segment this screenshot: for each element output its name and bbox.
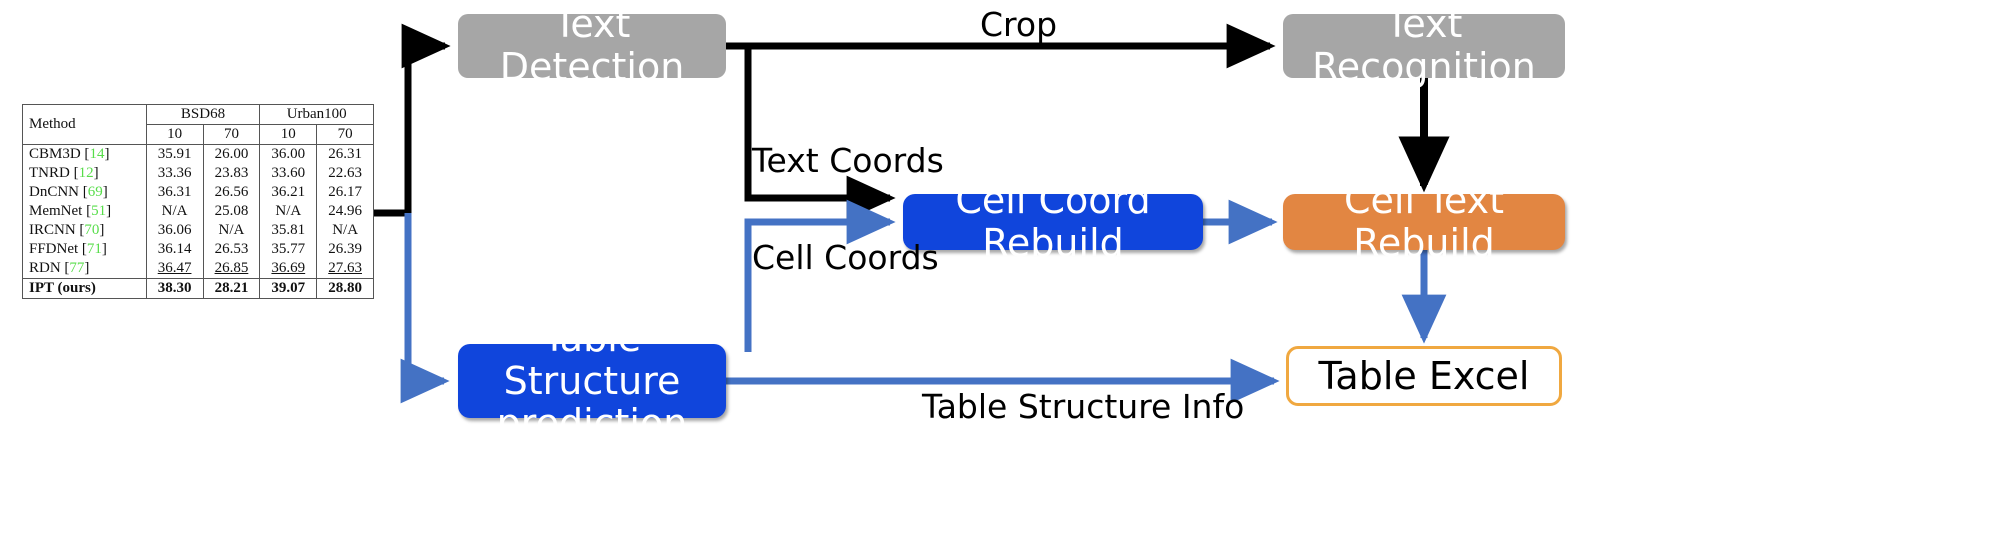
node-text-detection-label: Text Detection — [499, 2, 685, 89]
table-cell-value: 26.39 — [328, 241, 362, 257]
table-cell-value: 23.83 — [203, 164, 261, 183]
edge-label-text-coords: Text Coords — [752, 141, 944, 180]
edge-text-coords — [744, 48, 896, 221]
table-cell-value: 26.17 — [328, 184, 362, 200]
table-subheader: 10 — [146, 124, 204, 144]
table-cell-value: 28.21 — [203, 278, 261, 298]
edge-label-table-structure-info: Table Structure Info — [922, 387, 1245, 426]
citation-ref: 71 — [86, 241, 102, 257]
table-cell-value: 38.30 — [146, 278, 204, 298]
node-cell-text-rebuild-label: Cell Text Rebuild — [1344, 178, 1504, 265]
table-cell-value: 35.77 — [259, 240, 318, 259]
table-cell-value: 35.91 — [146, 144, 204, 164]
table-cell-value: 27.63 — [328, 260, 362, 276]
table-cell-value: 33.36 — [146, 164, 204, 183]
table-cell-value: 35.81 — [259, 221, 318, 240]
node-cell-text-rebuild[interactable]: Cell Text Rebuild — [1283, 179, 1565, 264]
table-group-header: Urban100 — [259, 105, 373, 125]
table-cell-method: IRCNN [70] — [23, 221, 147, 240]
table-cell-value: 36.31 — [146, 183, 204, 202]
node-table-excel[interactable]: Table Excel — [1286, 346, 1562, 406]
table-cell-value: 33.60 — [259, 164, 318, 183]
table-cell-value: N/A — [146, 202, 204, 221]
edge-cell-coords — [744, 199, 896, 352]
table-cell-value: 22.63 — [328, 165, 362, 181]
citation-ref: 77 — [69, 260, 85, 276]
table-group-header: BSD68 — [146, 105, 261, 125]
table-cell-value: 36.47 — [146, 259, 204, 279]
node-table-structure-prediction-label-line2: prediction — [496, 401, 688, 446]
node-table-structure-prediction-label-line1: Table Structure — [503, 316, 681, 403]
node-cell-coord-rebuild-label: Cell Coord Rebuild — [955, 178, 1151, 265]
node-text-detection[interactable]: Text Detection — [458, 3, 726, 88]
table-cell-value: N/A — [332, 222, 359, 238]
table-cell-value: 36.00 — [259, 144, 318, 164]
table-subheader: 70 — [203, 124, 261, 144]
table-cell-value: 26.31 — [328, 146, 362, 162]
table-cell-value: N/A — [259, 202, 318, 221]
edge-to-table-structure — [400, 213, 450, 404]
citation-ref: 51 — [91, 203, 107, 219]
table-cell-value: 39.07 — [259, 278, 318, 298]
edge-label-crop: Crop — [980, 5, 1058, 44]
table-cell-value: 26.56 — [203, 183, 261, 202]
edge-to-text-detection — [401, 23, 451, 213]
table-cell-method: DnCNN [69] — [23, 183, 147, 202]
table-cell-value: 28.80 — [328, 280, 362, 296]
table-rule-cell — [23, 144, 373, 145]
table-cell-value: 36.69 — [259, 259, 318, 279]
table-cell-value: 36.14 — [146, 240, 204, 259]
table-cell-method: FFDNet [71] — [23, 240, 147, 259]
table-cell-method: MemNet [51] — [23, 202, 147, 221]
citation-ref: 69 — [87, 184, 103, 200]
node-cell-coord-rebuild[interactable]: Cell Coord Rebuild — [903, 179, 1203, 264]
citation-ref: 70 — [84, 222, 100, 238]
node-text-recognition[interactable]: Text Recognition — [1283, 3, 1565, 88]
table-cell-value: N/A — [203, 221, 261, 240]
citation-ref: 14 — [89, 146, 105, 162]
table-cell-value: 26.85 — [203, 259, 261, 279]
table-subheader: 70 — [337, 126, 353, 142]
node-text-recognition-label: Text Recognition — [1312, 2, 1536, 89]
citation-ref: 12 — [78, 165, 94, 181]
table-cell-value: 24.96 — [328, 203, 362, 219]
table-cell-method: TNRD [12] — [23, 164, 147, 183]
table-cell-method: IPT (ours) — [23, 278, 147, 298]
table-group-header: Method — [23, 105, 147, 144]
table-cell-method: RDN [77] — [23, 259, 147, 279]
table-rule — [23, 144, 373, 145]
table-cell-value: 36.21 — [259, 183, 318, 202]
edge-label-cell-coords: Cell Coords — [752, 238, 939, 277]
table-cell-value: 25.08 — [203, 202, 261, 221]
table-cell-value: 26.00 — [203, 144, 261, 164]
table-cell-method: CBM3D [14] — [23, 144, 147, 164]
node-table-structure-prediction[interactable]: Table Structure prediction — [458, 317, 726, 444]
table-cell-value: 36.06 — [146, 221, 204, 240]
node-table-excel-label: Table Excel — [1318, 353, 1530, 398]
table-cell-value: 26.53 — [203, 240, 261, 259]
table-subheader: 10 — [259, 124, 318, 144]
